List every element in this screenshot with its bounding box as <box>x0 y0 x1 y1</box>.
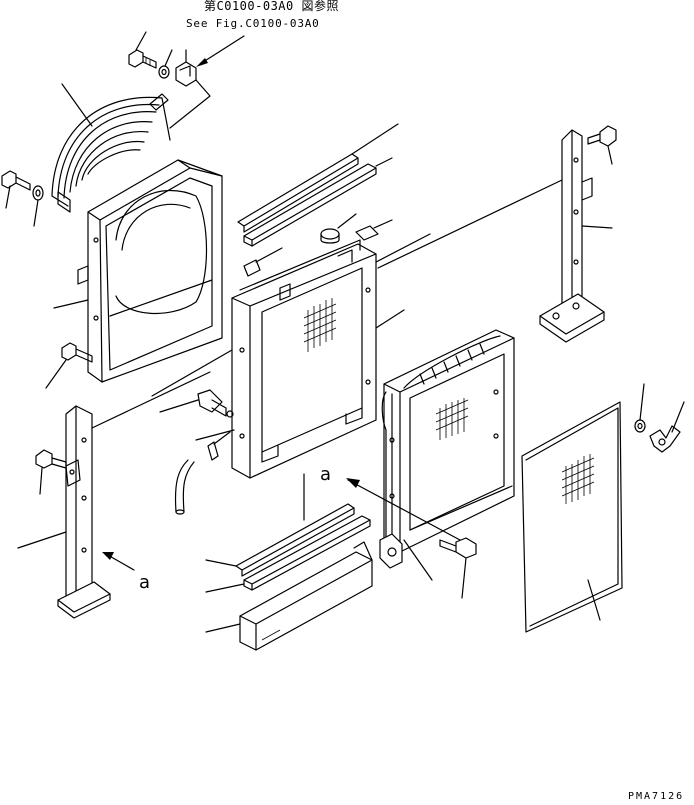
clip-bracket <box>169 49 211 129</box>
leader-stay-right <box>377 179 563 269</box>
stay-right <box>539 129 613 343</box>
bolt-cooler <box>439 537 477 599</box>
screen-net-mesh <box>561 454 595 504</box>
drawing-number: PMA7126 <box>628 791 685 802</box>
bolt-shroud <box>45 342 93 389</box>
radiator-cap <box>320 213 357 244</box>
seal-strip-lower-1 <box>205 503 355 577</box>
bolt-left <box>1 170 31 209</box>
lower-cover <box>205 541 373 651</box>
bolt-stay-right <box>587 125 617 165</box>
fan-guard <box>51 83 171 213</box>
reference-arrow <box>196 35 245 67</box>
oil-cooler-mesh <box>435 398 469 440</box>
washer-left <box>32 185 44 227</box>
seal-strip-lower-2 <box>205 515 371 593</box>
hose-clamp <box>207 431 231 461</box>
view-arrow-a1 <box>346 478 461 541</box>
stay-left <box>17 371 211 619</box>
view-marker-a-lower: a <box>139 572 151 593</box>
washer-right <box>634 383 646 433</box>
radiator <box>151 233 431 521</box>
pad-right <box>355 219 393 241</box>
drain-valve <box>159 389 234 418</box>
seal-strip-upper-1 <box>237 123 399 233</box>
wing-nut <box>649 401 685 453</box>
view-arrow-a2 <box>102 552 135 571</box>
view-marker-a-upper: a <box>320 464 332 485</box>
bolt-top <box>128 31 157 69</box>
radiator-core-mesh <box>303 298 337 352</box>
reference-note-japanese: 第C0100-03A0 図参照 <box>204 0 339 13</box>
screen-net <box>521 401 623 633</box>
washer-top <box>158 49 173 79</box>
fan-shroud <box>53 159 223 383</box>
seal-strip-upper-2 <box>243 157 393 247</box>
reference-note-english: See Fig.C0100-03A0 <box>186 17 320 30</box>
drain-hose <box>174 429 235 515</box>
oil-cooler <box>379 329 515 581</box>
bolt-stay-left <box>35 449 67 495</box>
pad-left <box>243 247 283 277</box>
